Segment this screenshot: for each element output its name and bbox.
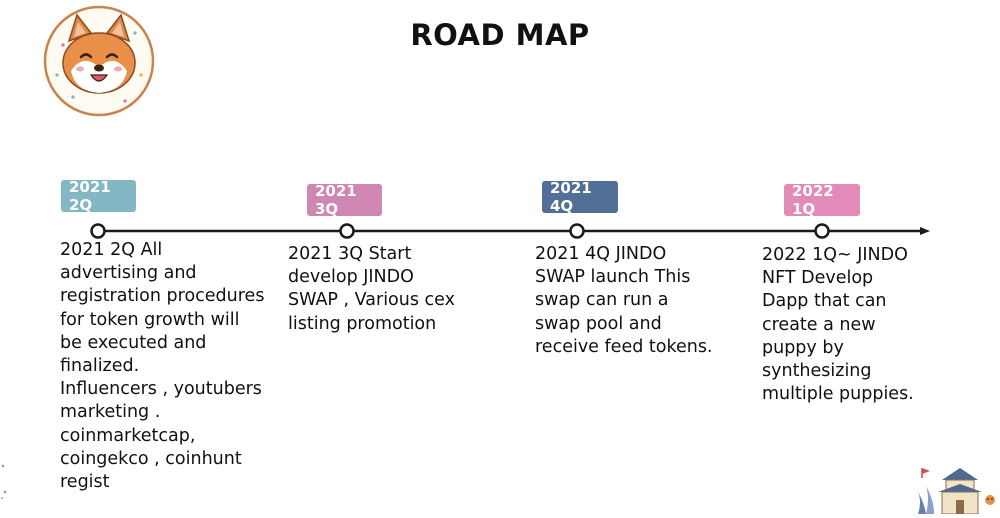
timeline-node: [814, 223, 830, 239]
milestone-badge-2022-1q: 2022 1Q: [784, 182, 860, 218]
milestone-description-2021-3q: 2021 3Q Start develop JINDO SWAP , Vario…: [288, 244, 455, 334]
timeline-node: [569, 223, 585, 239]
page-title: ROAD MAP: [410, 18, 590, 52]
shiba-dog-logo-icon: [43, 5, 155, 117]
milestone-description-2021-4q: 2021 4Q JINDO SWAP launch This swap can …: [535, 244, 713, 357]
milestone-badge-2021-4q: 2021 4Q: [542, 179, 618, 215]
milestone-badge-2021-3q: 2021 3Q: [307, 182, 382, 218]
timeline-node: [339, 223, 355, 239]
timeline-arrow-icon: [920, 227, 930, 235]
sparkle-decoration-icon: [0, 462, 10, 502]
timeline-node: [90, 223, 106, 239]
milestone-description-2022-1q: 2022 1Q~ JINDO NFT Develop Dapp that can…: [762, 245, 914, 405]
milestone-badge-2021-2q: 2021 2Q: [61, 178, 136, 214]
temple-decoration-icon: [912, 458, 1000, 515]
milestone-description-2021-2q: 2021 2Q All advertising and registration…: [60, 240, 265, 493]
